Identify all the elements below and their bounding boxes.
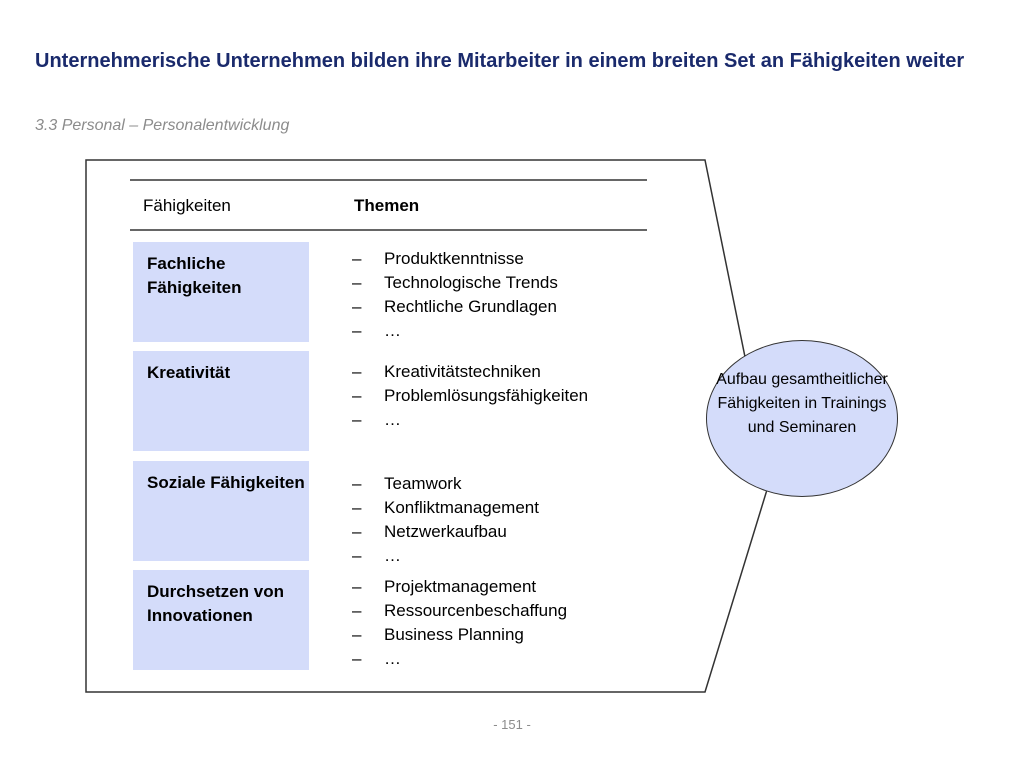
- result-text: Aufbau gesamtheitlicher Fähigkeiten in T…: [716, 371, 888, 436]
- skill-label: Durchsetzen von Innovationen: [147, 582, 284, 625]
- list-item: –…: [352, 544, 539, 568]
- list-item: –Projektmanagement: [352, 575, 567, 599]
- dash-icon: –: [352, 273, 362, 292]
- slide-title: Unternehmerische Unternehmen bilden ihre…: [35, 50, 965, 72]
- list-item: –Business Planning: [352, 623, 567, 647]
- list-item: –Ressourcenbeschaffung: [352, 599, 567, 623]
- list-item: –Technologische Trends: [352, 271, 558, 295]
- list-item: –Problemlösungsfähigkeiten: [352, 384, 588, 408]
- skill-box-durchsetzen: Durchsetzen von Innovationen: [133, 570, 309, 670]
- dash-icon: –: [352, 498, 362, 517]
- dash-icon: –: [352, 625, 362, 644]
- dash-icon: –: [352, 649, 362, 668]
- list-item: –Konfliktmanagement: [352, 496, 539, 520]
- list-item: –…: [352, 319, 558, 343]
- topic-list-soziale: –Teamwork –Konfliktmanagement –Netzwerka…: [352, 472, 539, 568]
- dash-icon: –: [352, 522, 362, 541]
- list-item: –Rechtliche Grundlagen: [352, 295, 558, 319]
- dash-icon: –: [352, 362, 362, 381]
- skill-box-soziale: Soziale Fähigkeiten: [133, 461, 309, 561]
- dash-icon: –: [352, 577, 362, 596]
- page-number: - 151 -: [493, 717, 531, 732]
- dash-icon: –: [352, 249, 362, 268]
- skill-box-kreativitaet: Kreativität: [133, 351, 309, 451]
- dash-icon: –: [352, 410, 362, 429]
- list-item: –…: [352, 408, 588, 432]
- frame-outline: [85, 159, 771, 693]
- skill-box-fachliche: Fachliche Fähigkeiten: [133, 242, 309, 342]
- topic-list-kreativitaet: –Kreativitätstechniken –Problemlösungsfä…: [352, 360, 588, 432]
- dash-icon: –: [352, 546, 362, 565]
- skill-label: Kreativität: [147, 363, 231, 382]
- dash-icon: –: [352, 386, 362, 405]
- list-item: –…: [352, 647, 567, 671]
- topic-list-fachliche: –Produktkenntnisse –Technologische Trend…: [352, 247, 558, 343]
- dash-icon: –: [352, 474, 362, 493]
- column-header-topics: Themen: [354, 196, 420, 215]
- dash-icon: –: [352, 601, 362, 620]
- skill-label: Soziale Fähigkeiten: [147, 473, 305, 492]
- list-item: –Produktkenntnisse: [352, 247, 558, 271]
- list-item: –Netzwerkaufbau: [352, 520, 539, 544]
- list-item: –Teamwork: [352, 472, 539, 496]
- topic-list-durchsetzen: –Projektmanagement –Ressourcenbeschaffun…: [352, 575, 567, 671]
- list-item: –Kreativitätstechniken: [352, 360, 588, 384]
- result-ellipse: Aufbau gesamtheitlicher Fähigkeiten in T…: [706, 340, 898, 497]
- column-header-skills: Fähigkeiten: [143, 196, 231, 215]
- dash-icon: –: [352, 321, 362, 340]
- skill-label: Fachliche Fähigkeiten: [147, 254, 242, 297]
- dash-icon: –: [352, 297, 362, 316]
- slide-subtitle: 3.3 Personal – Personalentwicklung: [35, 117, 290, 134]
